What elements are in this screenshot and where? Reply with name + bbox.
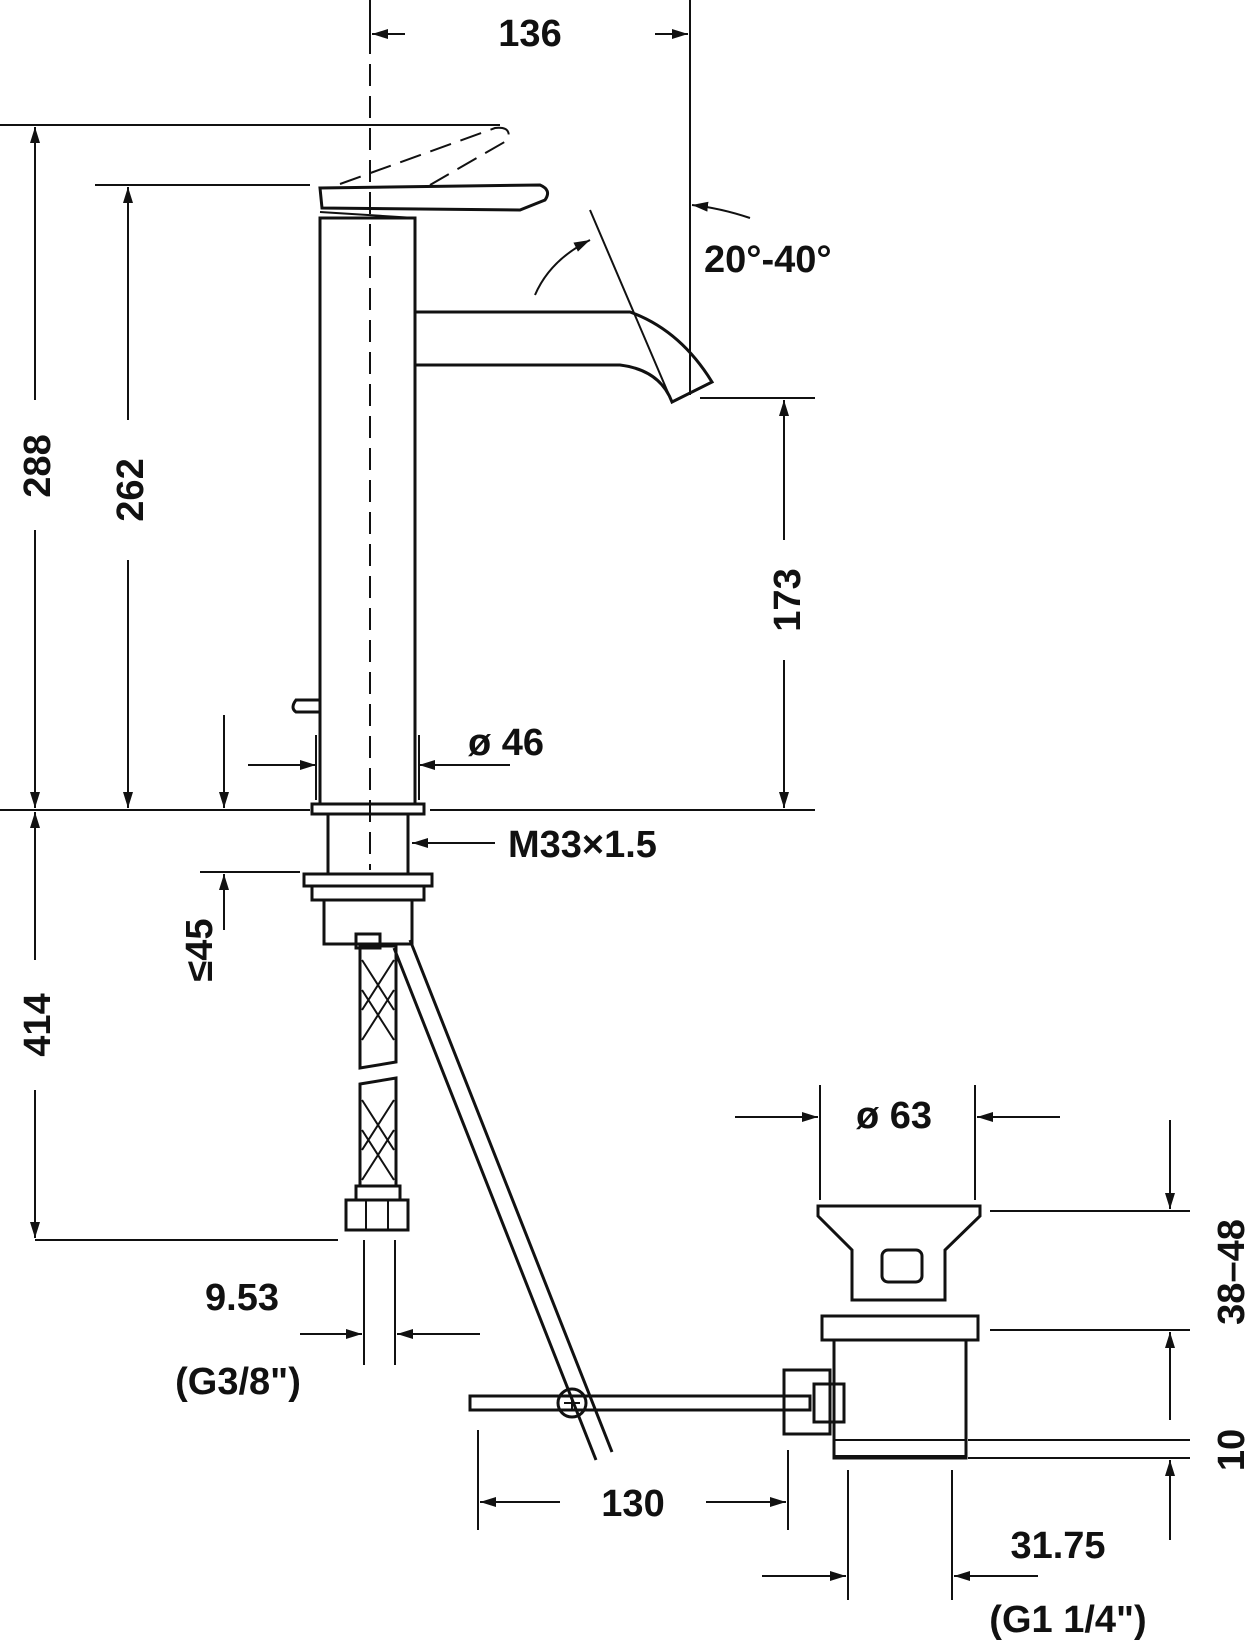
dim-spout-173: 173 xyxy=(767,568,809,631)
faucet-body xyxy=(291,0,715,1461)
dim-max-45: ≤45 xyxy=(179,918,221,981)
dim-width-136: 136 xyxy=(498,13,561,55)
dim-waste-g114: (G1 1/4") xyxy=(989,1599,1146,1641)
dim-dia-46: ø 46 xyxy=(468,722,544,764)
dim-hose-414: 414 xyxy=(17,993,59,1056)
dim-conn-g38: (G3/8") xyxy=(175,1361,301,1403)
dimension-lines xyxy=(0,0,1190,1600)
dim-thread: M33×1.5 xyxy=(508,824,657,866)
dim-conn-953: 9.53 xyxy=(205,1277,279,1319)
dim-waste-3848: 38–48 xyxy=(1211,1219,1251,1325)
dim-height-262: 262 xyxy=(110,458,152,521)
dim-rod-130: 130 xyxy=(601,1483,664,1525)
dim-waste-3175: 31.75 xyxy=(1010,1525,1105,1567)
dim-angle: 20°-40° xyxy=(704,239,832,281)
dim-waste-10: 10 xyxy=(1211,1429,1251,1471)
dim-waste-dia-63: ø 63 xyxy=(856,1095,932,1137)
waste-assembly xyxy=(468,1204,982,1460)
dim-height-288: 288 xyxy=(17,434,59,497)
